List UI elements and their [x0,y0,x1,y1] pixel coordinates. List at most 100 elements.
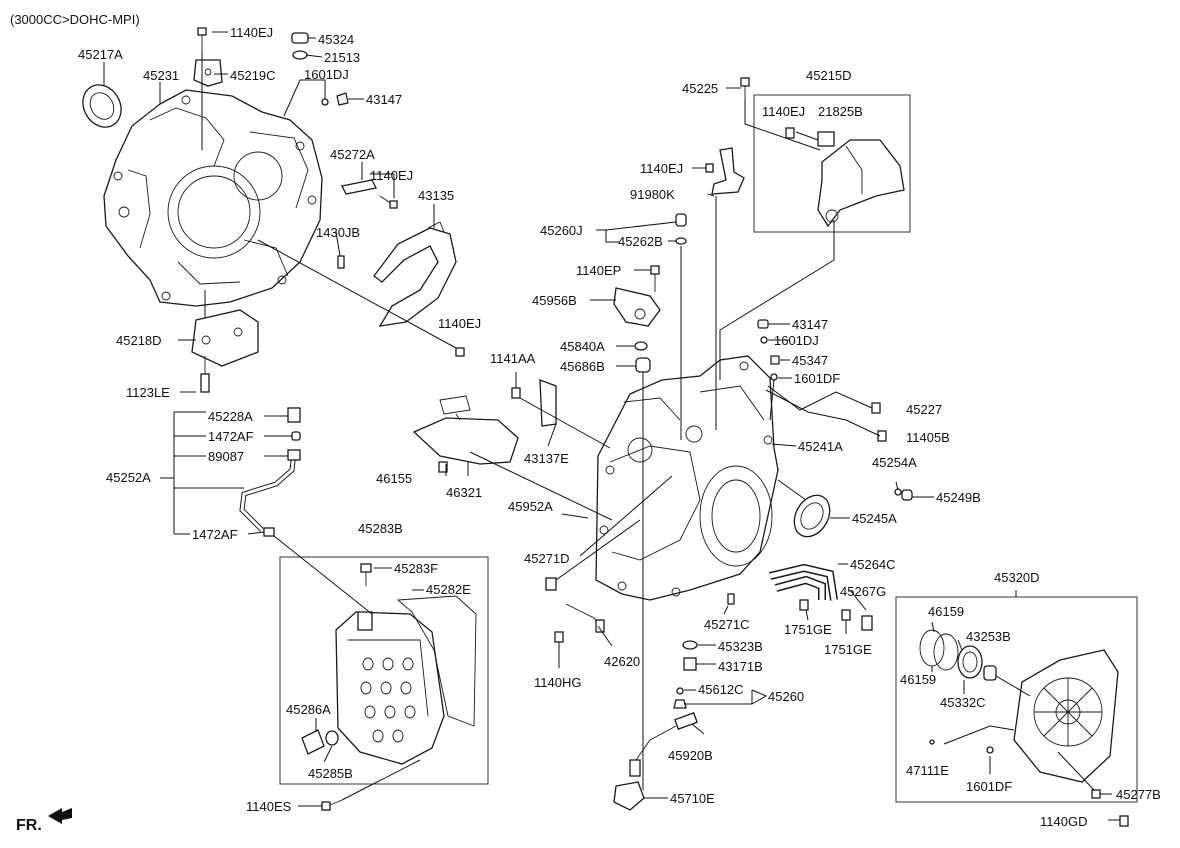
gasket-45282E [396,595,477,727]
bearing-45332C [957,645,983,679]
label-1601DF: 1601DF [966,779,1012,794]
label-1751GE: 1751GE [824,642,872,657]
label-45267G: 45267G [840,584,886,599]
label-89087: 89087 [208,449,244,464]
sensor-21825B [817,131,835,147]
label-45241A: 45241A [798,439,843,454]
fr-label: FR. [16,817,42,834]
label-43147: 43147 [792,317,828,332]
o-ring-1751GE-b [841,609,851,621]
hose-assembly-45252A [239,407,301,537]
label-1140EJ: 1140EJ [370,168,413,183]
engine-spec-label: (3000CC>DOHC-MPI) [10,12,140,27]
o-ring-46159-b [933,633,959,671]
label-1140EJ: 1140EJ [640,161,683,176]
label-45347: 45347 [792,353,828,368]
bolt-1140EJ-top [197,27,207,52]
bolt-11405B [877,430,887,442]
group-box-45283B [279,556,489,785]
label-45260: 45260 [768,689,804,704]
label-1601DJ: 1601DJ [774,333,819,348]
oil-strainer-46321 [412,395,519,465]
tube-45952A [561,513,589,519]
ball-1601DF-right [770,373,778,381]
label-91980K: 91980K [630,187,675,202]
bolt-45225 [740,77,750,100]
seal-45840A [634,341,648,351]
plug-43147-right [757,319,769,329]
label-43135: 43135 [418,188,454,203]
label-45215D: 45215D [806,68,852,83]
front-arrow-icon [48,808,72,824]
label-45218D: 45218D [116,333,162,348]
pipe-45264C [769,563,838,601]
label-45840A: 45840A [560,339,605,354]
label-45271D: 45271D [524,551,570,566]
label-1140EJ: 1140EJ [438,316,481,331]
label-21513: 21513 [324,50,360,65]
plug-45260J [675,213,687,227]
lever-42620 [565,603,605,633]
label-1140EJ: 1140EJ [762,104,805,119]
o-ring-45285B [325,730,339,746]
label-45225: 45225 [682,81,718,96]
bolt-1140EJ-d [785,127,795,139]
label-43253B: 43253B [966,629,1011,644]
valve-body-45283B [335,611,445,765]
label-46321: 46321 [446,485,482,500]
transaxle-case-45241A [595,355,779,601]
label-45271C: 45271C [704,617,750,632]
cap-45686B [635,357,651,373]
label-45686B: 45686B [560,359,605,374]
label-1140GD: 1140GD [1040,814,1087,829]
bolt-45283F [360,563,372,586]
label-1140EP: 1140EP [576,263,621,278]
ball-1601DF-cover [986,746,994,754]
bolt-1140GD [1119,815,1129,827]
label-21825B: 21825B [818,104,863,119]
part-labels: 1140EJ 45324 21513 1601DJ 45217A 45231 4… [78,25,1161,829]
oil-baffle-43135 [373,221,457,327]
label-45252A: 45252A [106,470,151,485]
label-1123LE: 1123LE [126,385,170,400]
label-1751GE: 1751GE [784,622,832,637]
leader-lines [103,31,1120,821]
washer-45323B [682,640,698,650]
label-45264C: 45264C [850,557,896,572]
label-45320D: 45320D [994,570,1040,585]
label-46159: 46159 [900,672,936,687]
label-46155: 46155 [376,471,412,486]
label-1140EJ: 1140EJ [230,25,273,40]
label-43147: 43147 [366,92,402,107]
sensor-45710E [613,759,645,811]
bolt-1141AA [511,387,521,399]
label-46159: 46159 [928,604,964,619]
plug-45286A [301,729,325,755]
pin-47111E [929,739,935,745]
label-42620: 42620 [604,654,640,669]
bolt-45227 [871,402,881,414]
plug-43171B [683,657,697,671]
bolt-1140ES [321,799,343,811]
bolt-1140EJ-e [705,163,714,173]
bolt-45277B [1091,789,1101,799]
label-45323B: 45323B [718,639,763,654]
label-45249B: 45249B [936,490,981,505]
o-ring-1751GE-a [799,599,809,611]
bolt-45267G [861,615,873,631]
label-1601DJ: 1601DJ [304,67,349,82]
label-1141AA: 1141AA [490,351,536,366]
sensor-45920B [635,712,698,761]
label-45282E: 45282E [426,582,471,597]
label-45952A: 45952A [508,499,553,514]
oil-seal-45217A [82,84,122,128]
label-45283F: 45283F [394,561,438,576]
label-45228A: 45228A [208,409,253,424]
bracket-91980K [711,147,745,195]
label-45956B: 45956B [532,293,577,308]
o-ring-46159-a [919,629,945,667]
plug-45271D [545,577,557,591]
plug-45324 [291,32,309,44]
plug-45347 [770,355,780,365]
